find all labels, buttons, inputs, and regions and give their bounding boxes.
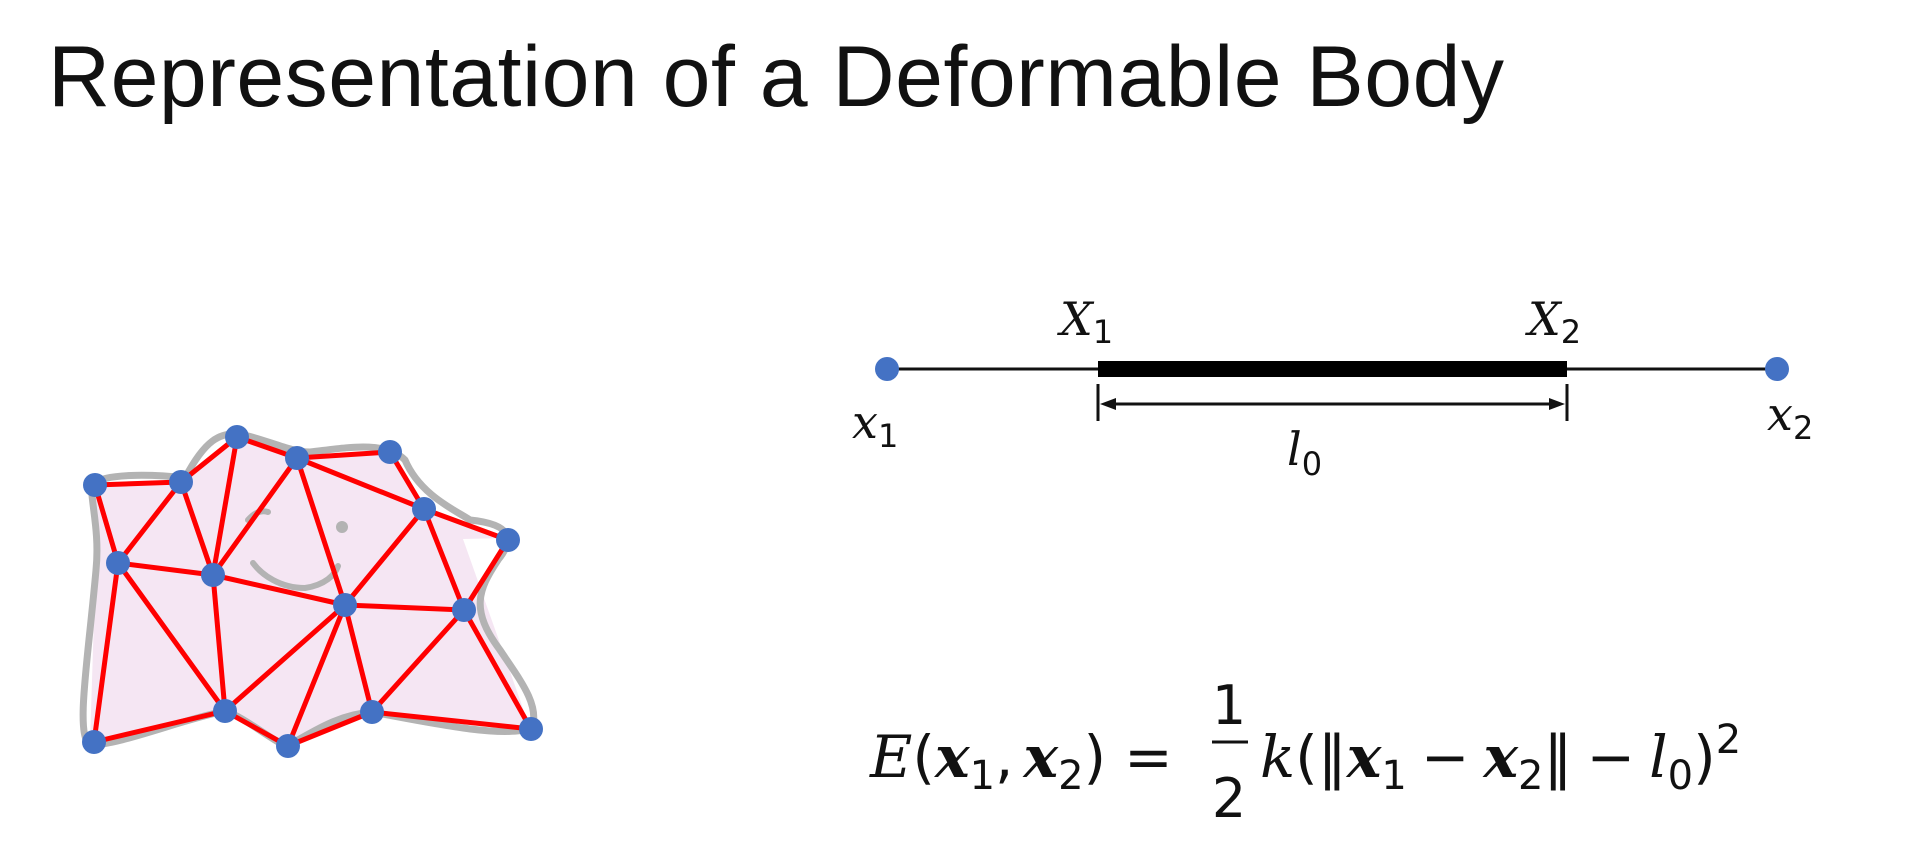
mesh-vertex [82, 730, 106, 754]
mesh-vertices [82, 425, 543, 758]
mesh-edge [210, 434, 240, 578]
mesh-edge [342, 506, 427, 608]
mesh-vertex [285, 446, 309, 470]
comma: , [995, 723, 1013, 791]
energy-equation: E(x1,x2)= 1 2 k(‖x1−x2‖−l0)2 [869, 674, 1741, 830]
mesh-edge [369, 709, 534, 732]
vector-x2-subscript: 2 [1518, 753, 1543, 799]
current-position-subscript: 1 [878, 417, 898, 455]
fraction-denominator: 2 [1212, 767, 1246, 830]
mesh-vertex [412, 497, 436, 521]
current-position-subscript: 2 [1793, 409, 1813, 447]
rest-position-subscript: 2 [1561, 313, 1581, 351]
mesh-edge [461, 537, 511, 613]
mesh-edge [421, 506, 467, 613]
triangle-mesh [79, 425, 543, 758]
mesh-vertex [378, 440, 402, 464]
vector-x1-subscript: 1 [970, 753, 995, 799]
rest-length-symbol: l [1287, 422, 1302, 476]
mesh-vertex [169, 470, 193, 494]
mesh-edge [294, 455, 348, 608]
mesh-edge [210, 572, 228, 714]
vector-x1: x [933, 723, 971, 791]
open-paren: ( [912, 723, 935, 791]
current-position-symbol: x [852, 395, 878, 449]
mesh-edge [342, 602, 467, 613]
mesh-edge [222, 602, 348, 714]
mesh-edge [115, 560, 216, 578]
dimension-arrowhead-right [1549, 398, 1565, 410]
current-position-1-label: x1 [852, 395, 898, 455]
fraction-numerator: 1 [1212, 674, 1246, 737]
mesh-edge [210, 572, 348, 608]
close-paren: ) [1084, 723, 1107, 791]
rest-length-subscript: 0 [1668, 753, 1693, 799]
mesh-vertex [360, 700, 384, 724]
mesh-edge [115, 479, 184, 566]
exponent: 2 [1716, 717, 1741, 763]
mesh-edge [210, 455, 300, 578]
rest-position-subscript: 1 [1093, 313, 1113, 351]
mesh-edge [91, 708, 228, 745]
rest-length-subscript: 0 [1302, 445, 1322, 483]
rest-position-2-label: X2 [1525, 292, 1581, 351]
endpoint-x1-dot [875, 357, 899, 381]
mesh-vertex [225, 425, 249, 449]
equation-left-side: E(x1,x2)= [869, 723, 1173, 799]
rest-position-symbol: X [1525, 292, 1563, 346]
current-position-symbol: x [1767, 387, 1793, 441]
mesh-vertex [452, 598, 476, 622]
mesh-edge [342, 602, 375, 715]
mesh-edge [91, 560, 121, 745]
slide-title: Representation of a Deformable Body [48, 29, 1505, 125]
mesh-edge [369, 607, 467, 715]
current-position-2-label: x2 [1767, 387, 1813, 447]
vector-x1: x [1345, 723, 1383, 791]
mesh-edge [285, 602, 348, 749]
vector-x1-subscript: 1 [1381, 753, 1406, 799]
mesh-vertex [106, 551, 130, 575]
mesh-vertex [201, 563, 225, 587]
mesh-vertex [83, 473, 107, 497]
vector-x2: x [1021, 723, 1059, 791]
rest-length-label: l0 [1287, 422, 1322, 483]
mesh-edge [92, 482, 121, 566]
mesh-edge [294, 449, 393, 461]
mesh-edge [421, 506, 511, 543]
vector-x2: x [1481, 723, 1519, 791]
rest-position-symbol: X [1057, 292, 1095, 346]
mesh-edge [294, 455, 427, 512]
vector-x2-subscript: 2 [1058, 753, 1083, 799]
inner-dot [336, 521, 348, 533]
mesh-vertex [213, 699, 237, 723]
mesh-edge [285, 709, 375, 749]
norm-open: (‖ [1295, 723, 1347, 791]
equals-sign: = [1124, 723, 1173, 791]
minus-sign: − [1587, 723, 1636, 791]
dimension-arrowhead-left [1100, 398, 1116, 410]
rest-length-symbol: l [1649, 723, 1668, 791]
equation-right-side: k(‖x1−x2‖−l0)2 [1260, 717, 1741, 799]
stiffness-symbol: k [1260, 723, 1295, 791]
mesh-edge [115, 560, 228, 714]
mesh-vertex [519, 717, 543, 741]
mesh-vertex [333, 593, 357, 617]
mesh-vertex [496, 528, 520, 552]
energy-symbol: E [869, 723, 912, 791]
endpoint-x2-dot [1765, 357, 1789, 381]
mesh-edge [461, 607, 534, 732]
rest-position-1-label: X1 [1057, 292, 1113, 351]
close-paren: ) [1693, 723, 1716, 791]
spring-diagram: X1 X2 x1 x2 l0 [852, 292, 1813, 483]
mesh-edge [92, 479, 184, 488]
norm-close: ‖ [1544, 723, 1573, 791]
mesh-edge [178, 479, 216, 578]
mesh-edge [222, 708, 291, 749]
minus-sign: − [1421, 723, 1470, 791]
mesh-vertex [276, 734, 300, 758]
rest-length-dimension [1096, 384, 1569, 421]
